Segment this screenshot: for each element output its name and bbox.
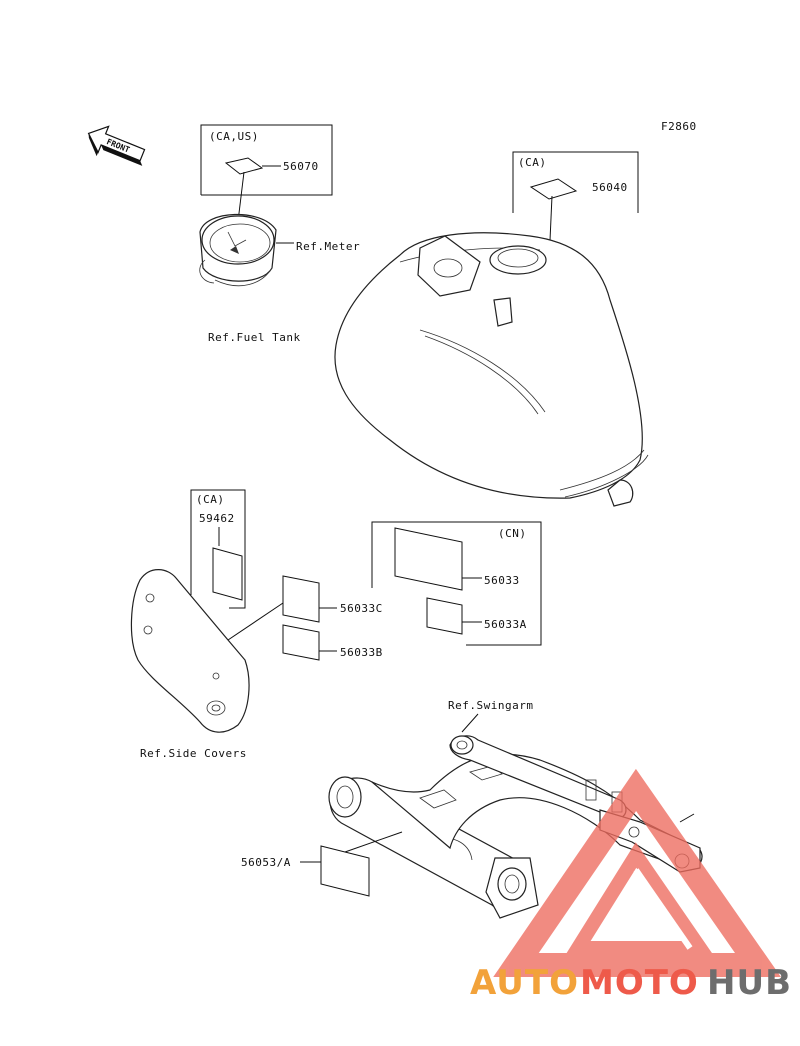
fuel-tank-ref-label: Ref.Fuel Tank [208, 331, 301, 344]
side-cover-decal-callout: (CA) 59462 [190, 489, 246, 609]
side-covers-ref-label: Ref.Side Covers [140, 747, 247, 760]
label-56033b: 56033B [340, 646, 383, 659]
automotohub-logo-icon [493, 768, 781, 977]
meter-decal-callout: (CA,US) 56070 [200, 124, 333, 239]
decal-56033c [282, 575, 320, 623]
cn-part-b: 56033A [484, 618, 527, 631]
swingarm [328, 735, 703, 919]
meter-part-number: 56070 [283, 160, 319, 173]
front-arrow-icon: FRONT [87, 125, 146, 166]
tank-decal [529, 178, 578, 200]
cn-region: (CN) [498, 527, 527, 540]
side-cover [130, 569, 250, 733]
label-56033c: 56033C [340, 602, 383, 615]
decal-56033b [282, 624, 320, 661]
watermark-auto: AUTO [470, 963, 579, 1003]
watermark-moto: MOTO [580, 963, 699, 1003]
swingarm-ref-label: Ref.Swingarm [448, 699, 533, 712]
automotohub-watermark: AUTO MOTO HUB [470, 963, 792, 1003]
cn-decal-callout: (CN) 56033 56033A [371, 521, 542, 646]
tank-part-number: 56040 [592, 181, 628, 194]
tank-region: (CA) [518, 156, 547, 169]
decal-56033a [426, 597, 463, 635]
decal-56033 [394, 527, 463, 591]
figure-code: F2860 [661, 120, 697, 133]
meter-decal [224, 157, 264, 175]
meter-gauge [199, 213, 294, 287]
side-decal-59462 [212, 547, 243, 601]
cn-part-a: 56033 [484, 574, 520, 587]
watermark-hub: HUB [707, 963, 792, 1003]
meter-region: (CA,US) [209, 130, 259, 143]
swingarm-part-number: 56053/A [241, 856, 291, 869]
side-region: (CA) [196, 493, 225, 506]
fuel-tank [334, 232, 649, 507]
decal-56053 [320, 845, 370, 897]
meter-ref-label: Ref.Meter [296, 240, 360, 253]
side-part-number: 59462 [199, 512, 235, 525]
